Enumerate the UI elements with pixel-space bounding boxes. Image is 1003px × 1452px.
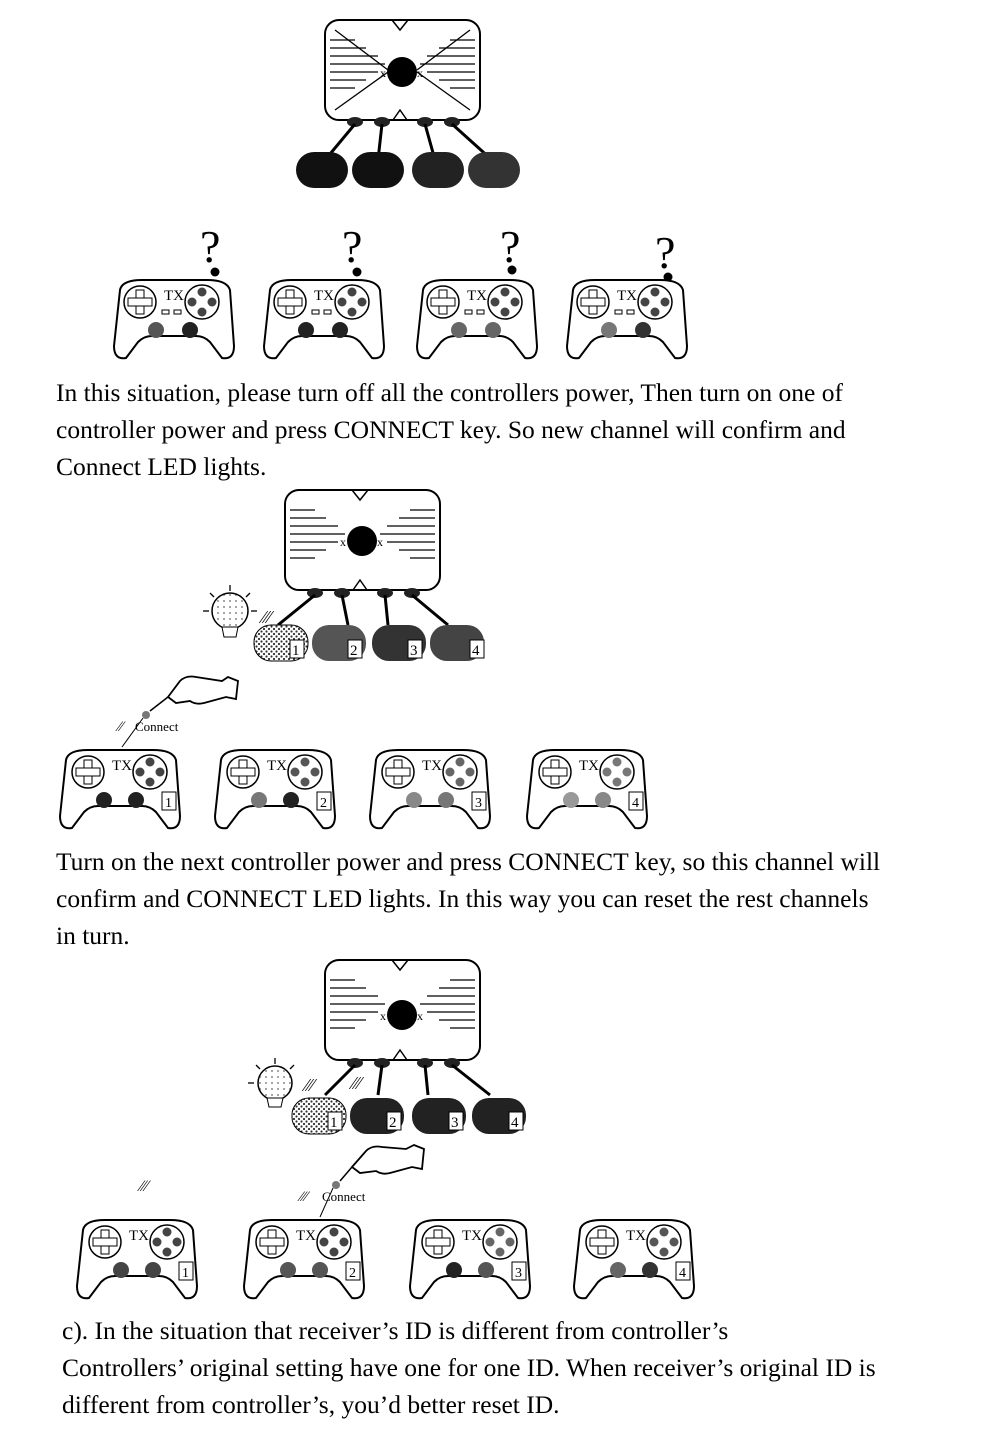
controller-3: TX 3 [408, 1219, 532, 1300]
svg-text:1: 1 [165, 796, 172, 811]
svg-text:TX: TX [467, 288, 487, 304]
svg-text:x: x [380, 66, 386, 80]
svg-text:4: 4 [679, 1266, 686, 1281]
svg-text:x: x [417, 66, 423, 80]
paragraph-2: Turn on the next controller power and pr… [56, 843, 986, 954]
paragraph-1-line-2: controller power and press CONNECT key. … [56, 415, 846, 444]
svg-text:x: x [377, 535, 383, 549]
svg-text:x: x [340, 535, 346, 549]
paragraph-3-line-3: different from controller’s, you’d bette… [62, 1390, 560, 1419]
paragraph-3: c). In the situation that receiver’s ID … [62, 1312, 992, 1423]
hand-pointer-icon [319, 1144, 425, 1218]
receiver-dongles: 1 2 3 4 [253, 624, 485, 662]
svg-text:⁄⁄⁄: ⁄⁄⁄ [348, 1073, 365, 1093]
controller-2: TX 2 [213, 749, 337, 830]
svg-text:TX: TX [164, 288, 184, 304]
receiver-id-3: 3 [451, 1115, 459, 1131]
svg-text:?: ? [655, 227, 675, 278]
svg-text:x: x [380, 1009, 386, 1023]
receiver-console: x x [323, 959, 491, 1097]
svg-text:?: ? [342, 221, 362, 272]
svg-text:TX: TX [112, 758, 132, 774]
svg-text:1: 1 [182, 1266, 189, 1281]
paragraph-2-line-1: Turn on the next controller power and pr… [56, 847, 881, 876]
paragraph-1: In this situation, please turn off all t… [56, 374, 986, 485]
svg-text:3: 3 [515, 1266, 522, 1281]
connect-label: Connect [135, 719, 179, 734]
controller-3: TX 3 [368, 749, 492, 830]
svg-text:⁄⁄⁄: ⁄⁄⁄ [301, 1075, 318, 1095]
svg-text:TX: TX [617, 288, 637, 304]
svg-text:TX: TX [422, 758, 442, 774]
receiver-console: x x [324, 19, 481, 121]
connect-label: Connect [322, 1189, 366, 1204]
controller-3: TX [415, 279, 539, 360]
svg-text:3: 3 [475, 796, 482, 811]
receiver-id-3: 3 [410, 643, 418, 659]
svg-text:2: 2 [349, 1266, 356, 1281]
svg-text:TX: TX [267, 758, 287, 774]
receiver-id-4: 4 [511, 1115, 519, 1131]
receiver-console: x x [277, 489, 449, 627]
paragraph-1-line-3: Connect LED lights. [56, 452, 267, 481]
svg-text:⁄⁄⁄: ⁄⁄⁄ [258, 607, 275, 627]
svg-text:x: x [417, 1009, 423, 1023]
svg-text:4: 4 [632, 796, 639, 811]
svg-text:⁄⁄⁄: ⁄⁄⁄ [137, 1178, 151, 1195]
svg-text:⁄⁄⁄: ⁄⁄⁄ [297, 1189, 311, 1205]
svg-text:TX: TX [314, 288, 334, 304]
receiver-dongles [296, 117, 520, 188]
receiver-id-2: 2 [389, 1115, 397, 1131]
controller-2: TX [262, 279, 386, 360]
led-light-icon: ⁄⁄⁄ [203, 585, 275, 638]
svg-text:TX: TX [129, 1228, 149, 1244]
paragraph-3-line-2: Controllers’ original setting have one f… [62, 1353, 876, 1382]
receiver-id-2: 2 [350, 643, 358, 659]
paragraph-2-line-3: in turn. [56, 921, 130, 950]
svg-text:TX: TX [462, 1228, 482, 1244]
controller-4: TX 4 [525, 749, 649, 830]
svg-text:TX: TX [296, 1228, 316, 1244]
controller-2: TX 2 [242, 1219, 366, 1300]
controller-1: TX 1 [58, 749, 182, 830]
svg-text:?: ? [200, 221, 220, 272]
receiver-id-4: 4 [472, 643, 480, 659]
svg-text:⁄⁄: ⁄⁄ [115, 719, 127, 735]
question-marks: ? ? ? ? [200, 221, 675, 282]
figure-1-diagram: x x ? ? ? ? TX [112, 19, 689, 360]
receiver-id-1: 1 [292, 643, 300, 659]
receiver-dongles: 1 2 3 4 [291, 1097, 526, 1135]
paragraph-3-line-1: c). In the situation that receiver’s ID … [62, 1316, 729, 1345]
receiver-id-1: 1 [330, 1115, 338, 1131]
svg-text:2: 2 [320, 796, 327, 811]
svg-text:?: ? [500, 221, 520, 272]
figure-3-diagram: x x ⁄⁄⁄ ⁄⁄⁄ 1 2 3 4 [75, 959, 696, 1300]
controller-4: TX 4 [572, 1219, 696, 1300]
paragraph-1-line-1: In this situation, please turn off all t… [56, 378, 843, 407]
figure-2-diagram: x x ⁄⁄⁄ 1 2 3 4 [58, 489, 649, 830]
svg-text:TX: TX [626, 1228, 646, 1244]
led-light-icon: ⁄⁄⁄ ⁄⁄⁄ [248, 1058, 365, 1108]
controller-1: TX 1 [75, 1219, 199, 1300]
paragraph-2-line-2: confirm and CONNECT LED lights. In this … [56, 884, 869, 913]
svg-text:TX: TX [579, 758, 599, 774]
controller-4: TX [565, 279, 689, 360]
hand-pointer-icon [121, 675, 239, 748]
controller-1: TX [112, 279, 236, 360]
